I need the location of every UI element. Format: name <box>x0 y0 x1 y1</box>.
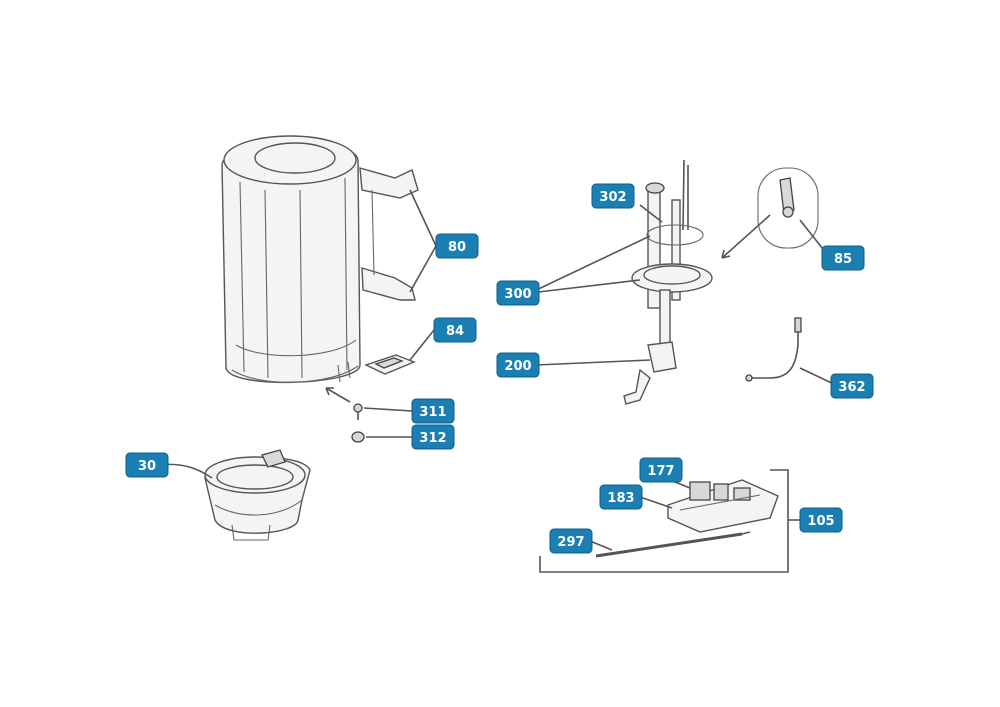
callout-30-label: 30 <box>138 459 156 474</box>
callout-300[interactable]: 300 <box>496 280 540 306</box>
callout-300-label: 300 <box>504 287 531 302</box>
screw-311 <box>325 387 363 420</box>
callout-297[interactable]: 297 <box>549 528 593 554</box>
circuit-board <box>667 479 779 533</box>
callout-183-label: 183 <box>607 491 634 506</box>
callout-177[interactable]: 177 <box>639 457 683 483</box>
callout-302[interactable]: 302 <box>591 183 635 209</box>
callout-362[interactable]: 362 <box>830 373 874 399</box>
tank-cylinder <box>221 135 361 384</box>
callout-200[interactable]: 200 <box>496 352 540 378</box>
thermostat-85 <box>721 167 819 259</box>
tank-bracket <box>359 167 419 301</box>
callout-183[interactable]: 183 <box>599 484 643 510</box>
part-84 <box>364 354 416 375</box>
callout-200-label: 200 <box>504 359 531 374</box>
heating-element-assembly <box>623 159 713 405</box>
callout-311[interactable]: 311 <box>411 398 455 424</box>
wire-362 <box>745 317 802 382</box>
callout-105-label: 105 <box>807 514 834 529</box>
callout-84-label: 84 <box>446 324 464 339</box>
callout-362-label: 362 <box>838 380 865 395</box>
base-ring-30 <box>204 449 311 541</box>
callout-80[interactable]: 80 <box>435 233 479 259</box>
washer-312 <box>351 431 365 443</box>
callout-311-label: 311 <box>419 405 446 420</box>
callout-105[interactable]: 105 <box>799 507 843 533</box>
callout-80-label: 80 <box>448 240 466 255</box>
callout-84[interactable]: 84 <box>433 317 477 343</box>
bracket-105 <box>539 469 804 573</box>
callout-85[interactable]: 85 <box>821 245 865 271</box>
callout-85-label: 85 <box>834 252 852 267</box>
callout-302-label: 302 <box>599 190 626 205</box>
sensor-rod-297 <box>595 531 751 558</box>
callout-177-label: 177 <box>647 464 674 479</box>
callout-297-label: 297 <box>557 535 584 550</box>
callout-312-label: 312 <box>419 431 446 446</box>
callout-312[interactable]: 312 <box>411 424 455 450</box>
callout-30[interactable]: 30 <box>125 452 169 478</box>
